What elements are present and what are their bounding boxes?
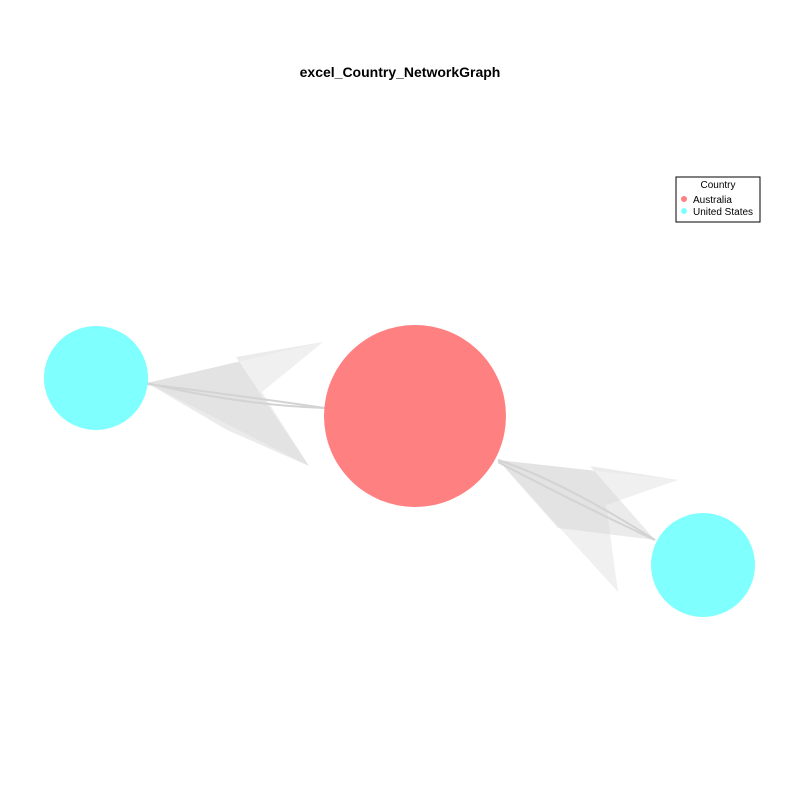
arrowhead — [147, 342, 323, 466]
edge-australia-us-right — [497, 459, 678, 592]
nodes-layer — [44, 325, 755, 617]
edge-australia-us-left — [146, 342, 326, 466]
legend: Country Australia United States — [675, 176, 761, 223]
plot-title: excel_Country_NetworkGraph — [300, 64, 501, 80]
node-australia — [324, 325, 506, 507]
arrowhead — [498, 460, 678, 540]
legend-title: Country — [700, 180, 735, 191]
arrowhead — [498, 460, 678, 592]
edges-layer — [146, 342, 678, 592]
legend-box — [675, 176, 761, 223]
node-united-states-left — [44, 326, 148, 430]
legend-marker-australia — [681, 196, 687, 202]
arrowhead — [147, 342, 323, 466]
legend-label-united-states: United States — [693, 207, 753, 218]
legend-marker-united-states — [681, 208, 687, 214]
legend-label-australia: Australia — [693, 195, 732, 206]
node-united-states-right — [651, 513, 755, 617]
